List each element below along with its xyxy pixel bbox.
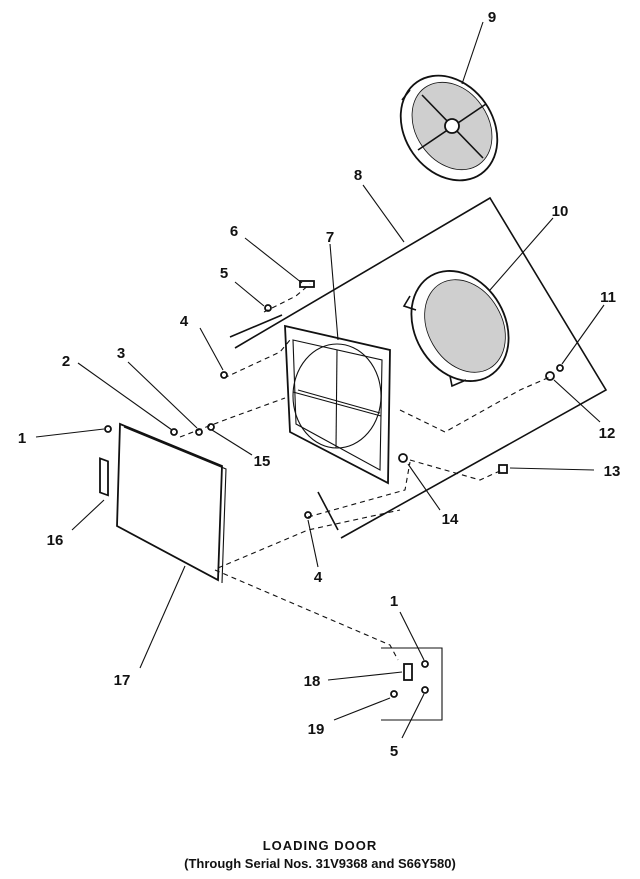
callout-4-upper: 4: [180, 313, 189, 330]
part-9-filter-disk: [399, 74, 499, 182]
callout-12: 12: [599, 425, 616, 442]
callout-14: 14: [442, 511, 459, 528]
part-17-loading-door: [99, 422, 227, 584]
callout-10: 10: [552, 203, 569, 220]
callout-18: 18: [304, 673, 321, 690]
assembly-lines: [179, 283, 553, 661]
part-10-filter: [402, 270, 510, 388]
callout-11: 11: [600, 289, 616, 306]
latch-detail-plate: [381, 647, 443, 721]
callout-19: 19: [308, 721, 325, 738]
diagram-subtitle: (Through Serial Nos. 31V9368 and S66Y580…: [184, 856, 456, 871]
hardware-screws: [104, 280, 564, 531]
callout-9: 9: [488, 9, 496, 26]
callout-5-upper: 5: [220, 265, 228, 282]
part-8-door-panel: [234, 196, 608, 539]
diagram-title: LOADING DOOR: [262, 838, 378, 853]
callout-7: 7: [326, 229, 334, 246]
callout-2: 2: [62, 353, 70, 370]
callout-4-lower: 4: [314, 569, 323, 586]
callout-6: 6: [230, 223, 238, 240]
callout-5-lower: 5: [390, 743, 398, 760]
callout-15: 15: [254, 453, 271, 470]
callout-17: 17: [114, 672, 131, 689]
leader-lines: [35, 21, 605, 739]
callout-1-lower: 1: [390, 593, 398, 610]
callout-1-upper: 1: [18, 430, 26, 447]
callout-3: 3: [117, 345, 125, 362]
callout-labels: 9 8 10 6 7 5 11 4 2 3 12 1 15 13 14 16 4…: [18, 9, 621, 760]
callout-8: 8: [354, 167, 362, 184]
part-7-grille-frame: [284, 324, 391, 485]
callout-16: 16: [47, 532, 64, 549]
callout-13: 13: [604, 463, 621, 480]
